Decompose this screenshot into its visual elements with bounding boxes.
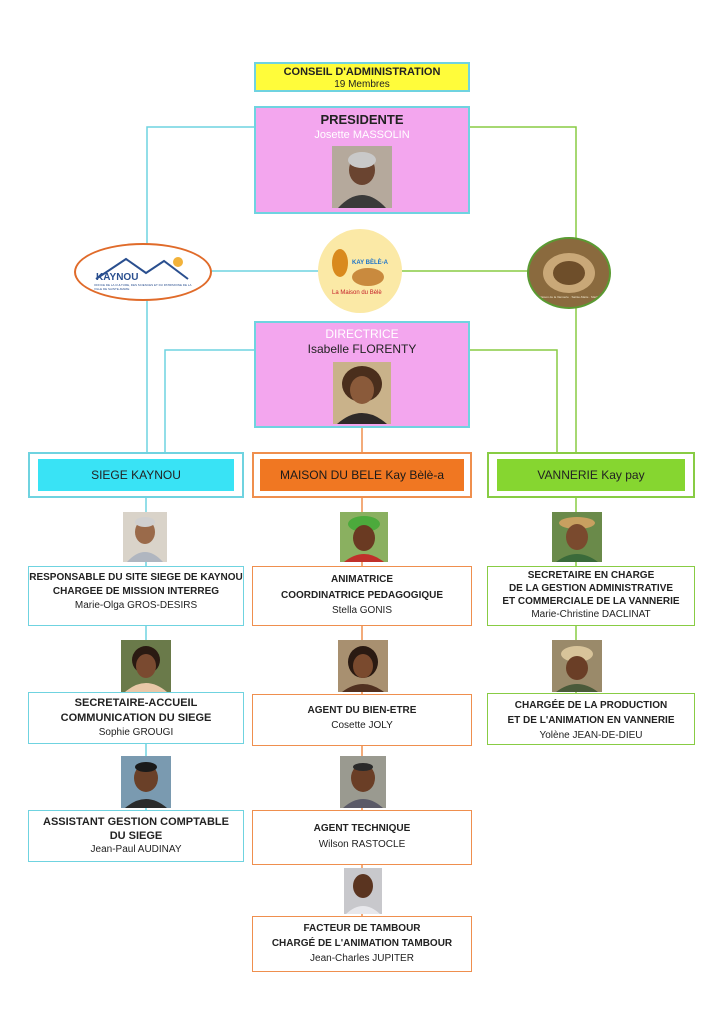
president-photo: [332, 146, 392, 208]
siege-card-2-line2: COMMUNICATION DU SIEGE: [60, 712, 212, 724]
siege-card-1: RESPONSABLE DU SITE SIEGE DE KAYNOU CHAR…: [28, 566, 244, 626]
branch-vannerie: VANNERIE Kay pay: [487, 452, 695, 498]
maison-photo-3: [340, 756, 386, 808]
vannerie-card-1-line2: DE LA GESTION ADMINISTRATIVE: [508, 583, 674, 594]
president-title: PRESIDENTE: [320, 112, 404, 127]
vannerie-card-2-name: Yolène JEAN-DE-DIEU: [539, 730, 643, 741]
maison-card-2: AGENT DU BIEN-ETRE Cosette JOLY: [252, 694, 472, 746]
siege-card-1-line2: CHARGEE DE MISSION INTERREG: [52, 586, 220, 597]
maison-card-1-name: Stella GONIS: [331, 605, 393, 616]
siege-card-2-name: Sophie GROUGI: [98, 727, 174, 738]
conseil-title: CONSEIL D'ADMINISTRATION: [283, 66, 441, 78]
maison-photo-2: [338, 640, 388, 692]
maison-card-1-line1: ANIMATRICE: [330, 574, 394, 585]
maison-card-1-line2: COORDINATRICE PEDAGOGIQUE: [280, 590, 444, 601]
vannerie-card-1-line1: SECRETAIRE EN CHARGE: [527, 570, 655, 581]
vannerie-card-2-line2: ET DE L'ANIMATION EN VANNERIE: [507, 715, 675, 726]
conseil-members: 19 Membres: [334, 79, 390, 90]
siege-card-2-line1: SECRETAIRE-ACCUEIL: [74, 697, 198, 709]
maison-card-3-line1: AGENT TECHNIQUE: [313, 823, 411, 834]
maison-card-3: AGENT TECHNIQUE Wilson RASTOCLE: [252, 810, 472, 865]
maison-card-1: ANIMATRICE COORDINATRICE PEDAGOGIQUE Ste…: [252, 566, 472, 626]
maison-card-4-name: Jean-Charles JUPITER: [310, 953, 414, 964]
maison-card-4-line1: FACTEUR DE TAMBOUR: [303, 923, 421, 934]
siege-card-3: ASSISTANT GESTION COMPTABLE DU SIEGE Jea…: [28, 810, 244, 862]
branch-vannerie-label: VANNERIE Kay pay: [497, 459, 685, 491]
kaynou-logo-text: KAYNOU: [96, 272, 139, 283]
siege-card-3-line2: DU SIEGE: [109, 830, 163, 842]
vannerie-card-1-line3: ET COMMERCIALE DE LA VANNERIE: [502, 596, 680, 607]
siege-photo-1: [123, 512, 167, 562]
kaynou-logo-subtitle: OFFICE DE LA CULTURE, DES SCIENCES ET DU…: [94, 283, 192, 291]
siege-photo-3: [121, 756, 171, 808]
vannerie-card-1: SECRETAIRE EN CHARGE DE LA GESTION ADMIN…: [487, 566, 695, 626]
maison-photo-1: [340, 512, 388, 562]
branch-maison: MAISON DU BELE Kay Bèlè-a: [252, 452, 472, 498]
siege-card-3-line1: ASSISTANT GESTION COMPTABLE: [43, 816, 229, 828]
kaybele-logo-line2: La Maison du Bèlè: [332, 290, 382, 296]
maison-card-2-line1: AGENT DU BIEN-ETRE: [307, 705, 417, 716]
directrice-name: Isabelle FLORENTY: [307, 342, 417, 356]
siege-card-3-name: Jean-Paul AUDINAY: [90, 844, 182, 855]
kaybele-logo: KAY BÈLÈ-A La Maison du Bèlè: [318, 229, 402, 313]
vannerie-card-2: CHARGÉE DE LA PRODUCTION ET DE L'ANIMATI…: [487, 693, 695, 745]
directrice-title: DIRECTRICE: [325, 327, 399, 341]
vannerie-logo: La Maison de la Vannerie · Sainte-Marie …: [527, 237, 611, 309]
siege-card-1-name: Marie-Olga GROS-DESIRS: [74, 600, 198, 611]
vannerie-photo-2: [552, 640, 602, 692]
maison-card-2-name: Cosette JOLY: [331, 720, 393, 731]
vannerie-logo-text: La Maison de la Vannerie · Sainte-Marie …: [535, 295, 606, 299]
siege-photo-2: [121, 640, 171, 692]
maison-card-4: FACTEUR DE TAMBOUR CHARGÉ DE L'ANIMATION…: [252, 916, 472, 972]
directrice-photo: [333, 362, 391, 424]
conseil-box: CONSEIL D'ADMINISTRATION 19 Membres: [254, 62, 470, 92]
siege-card-2: SECRETAIRE-ACCUEIL COMMUNICATION DU SIEG…: [28, 692, 244, 744]
vannerie-photo-1: [552, 512, 602, 562]
siege-card-1-line1: RESPONSABLE DU SITE SIEGE DE KAYNOU: [29, 572, 243, 583]
maison-photo-4: [344, 868, 382, 914]
maison-card-4-line2: CHARGÉ DE L'ANIMATION TAMBOUR: [271, 938, 453, 949]
kaybele-logo-line1: KAY BÈLÈ-A: [352, 260, 389, 266]
president-name: Josette MASSOLIN: [314, 129, 410, 141]
maison-card-3-name: Wilson RASTOCLE: [318, 839, 406, 850]
kaynou-logo: KAYNOU OFFICE DE LA CULTURE, DES SCIENCE…: [74, 243, 212, 301]
branch-maison-label: MAISON DU BELE Kay Bèlè-a: [260, 459, 464, 491]
vannerie-card-1-name: Marie-Christine DACLINAT: [531, 609, 651, 620]
branch-siege-label: SIEGE KAYNOU: [38, 459, 234, 491]
vannerie-card-2-line1: CHARGÉE DE LA PRODUCTION: [514, 700, 668, 711]
branch-siege: SIEGE KAYNOU: [28, 452, 244, 498]
